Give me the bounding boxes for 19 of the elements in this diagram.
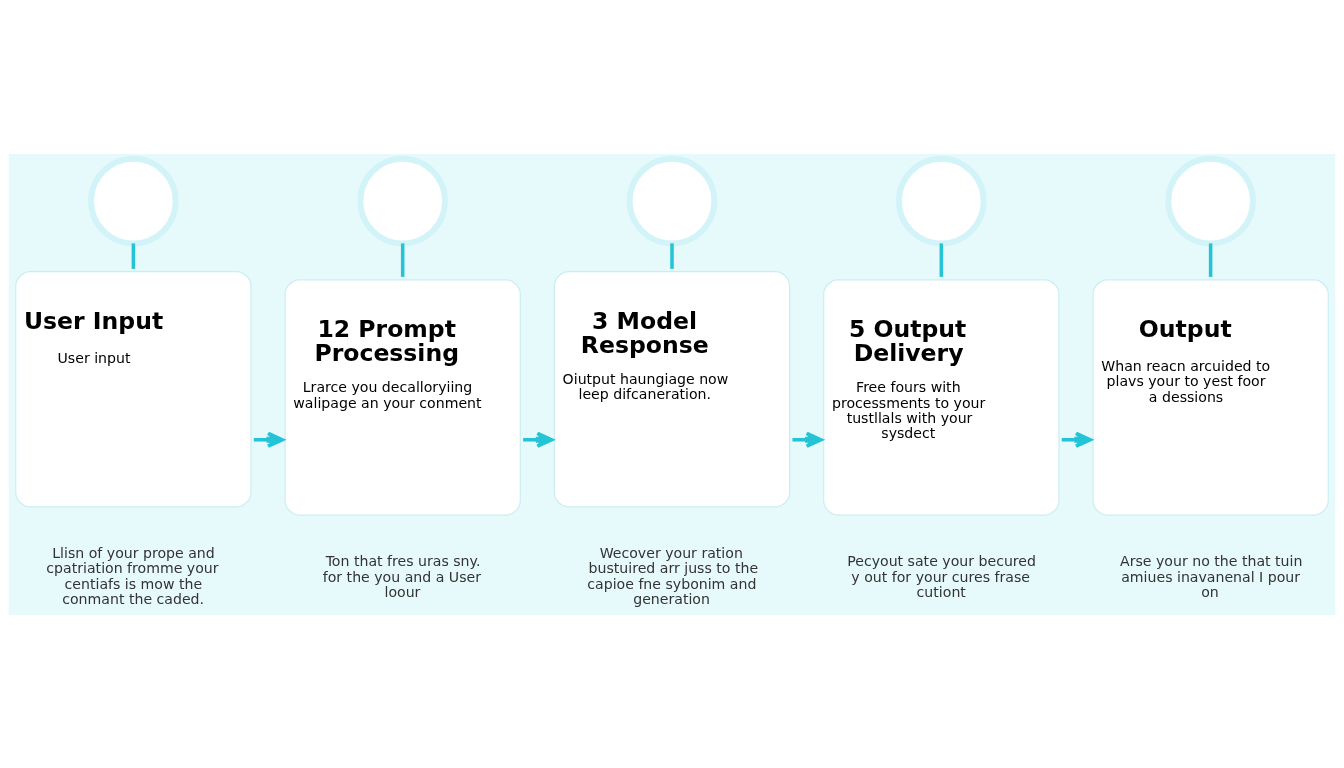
arrow bbox=[792, 431, 823, 448]
node-circle bbox=[1165, 155, 1256, 246]
node-label: Pecyout sate your becured y out for your cures frase cutiont bbox=[847, 552, 1036, 600]
node-circle bbox=[357, 155, 448, 246]
arrow bbox=[1061, 431, 1092, 448]
node-label: Wecover your ration bustuired arr juss to the capioe fne sybonim and generation bbox=[587, 544, 759, 607]
node-circle bbox=[88, 155, 179, 246]
node-label: Arse your no the that tuin amiues inavanenal I pour on bbox=[1120, 552, 1303, 600]
arrow bbox=[523, 431, 554, 448]
arrow bbox=[253, 431, 285, 448]
node-circle bbox=[896, 155, 987, 246]
connector bbox=[131, 242, 136, 269]
node-label: Ton that fres uras sny. for the you and a User loour bbox=[322, 552, 481, 600]
node-circle bbox=[626, 155, 718, 246]
connector bbox=[400, 242, 405, 277]
node-label: Llisn of your prope and cpatriation fromme your centiafs is mow the conmant the caded. bbox=[46, 544, 219, 607]
connector bbox=[1208, 242, 1213, 277]
connector bbox=[670, 242, 674, 269]
connector bbox=[939, 242, 944, 277]
